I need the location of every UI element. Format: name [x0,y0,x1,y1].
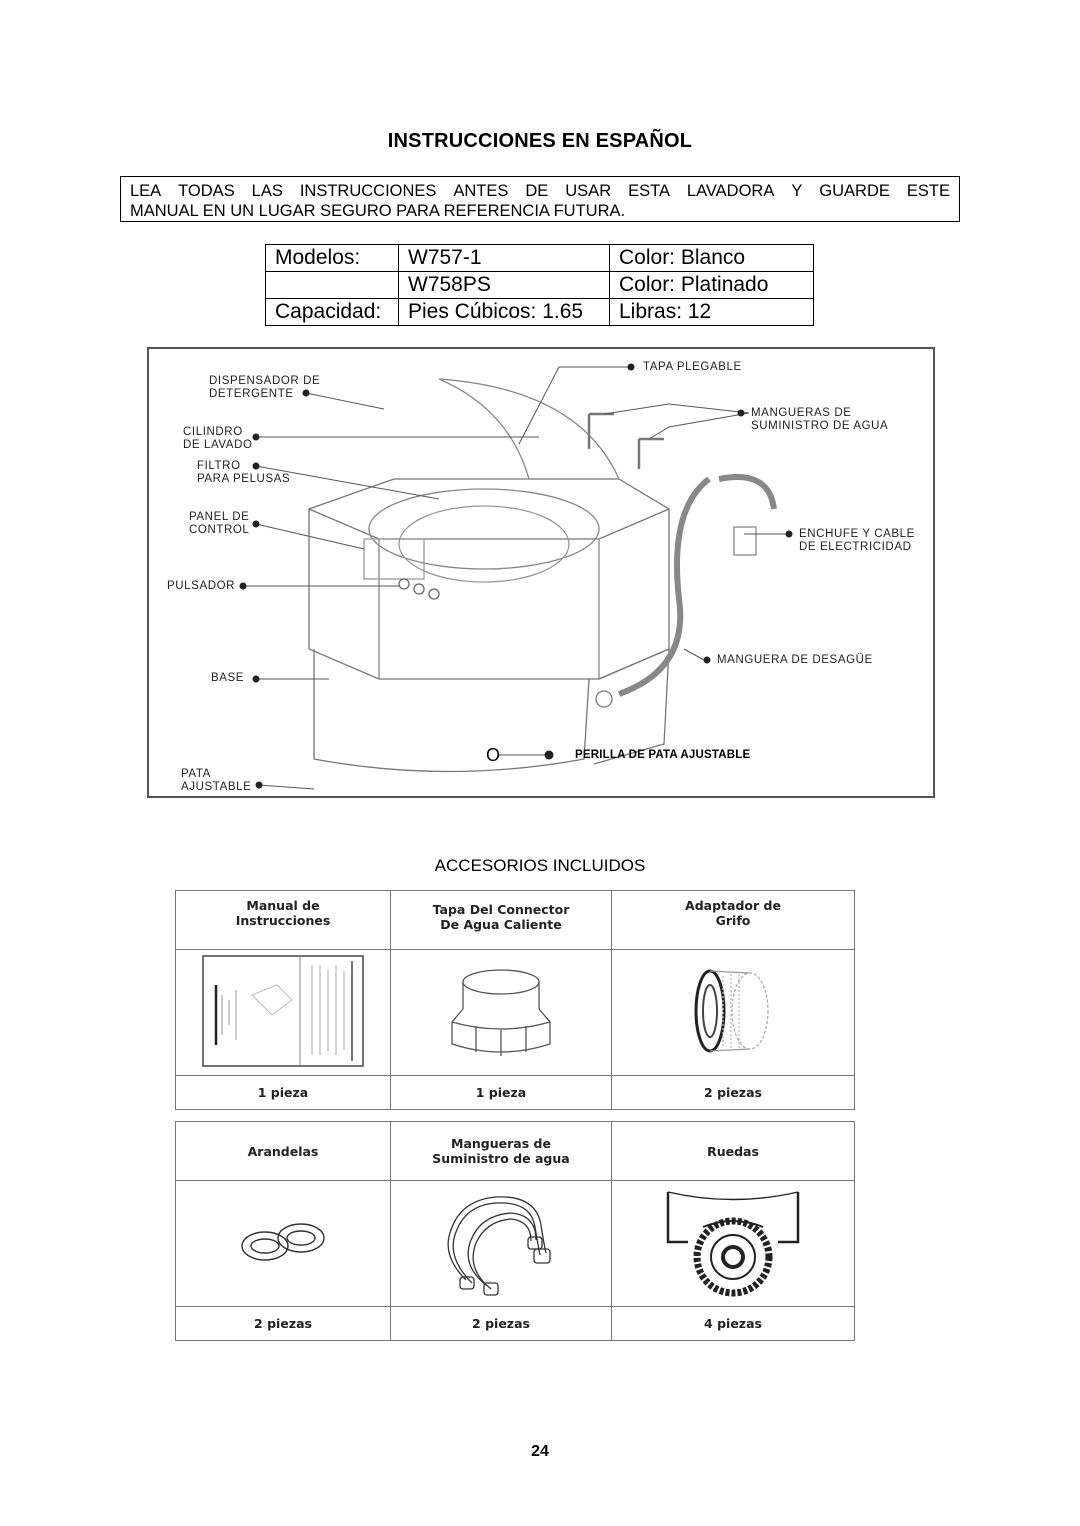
notice-line-2: MANUAL EN UN LUGAR SEGURO PARA REFERENCI… [130,202,626,220]
models-cell: Modelos: [265,244,399,272]
accessory-header-row: Manual de Instrucciones Tapa Del Connect… [175,890,855,950]
notice-word: ESTE [906,182,950,200]
models-row: Modelos: W757-1 Color: Blanco [265,244,814,272]
accessory-header: Tapa Del Connector De Agua Caliente [390,890,612,950]
accessory-header: Ruedas [611,1121,855,1181]
accessories-table-2: Arandelas Mangueras de Suministro de agu… [175,1121,855,1341]
washer-illustration [308,378,777,773]
page-number: 24 [531,1443,549,1460]
notice-word: USAR [565,182,612,200]
notice-word: TODAS [178,182,235,200]
accessory-quantity: 4 piezas [611,1306,855,1341]
notice-line-1: LEA TODAS LAS INSTRUCCIONES ANTES DE USAR ESTA L… [130,181,950,201]
accessory-quantity: 2 piezas [175,1306,391,1341]
models-cell: Color: Blanco [609,244,814,272]
faucet-adapter-image [611,949,855,1076]
label-dispensador: DISPENSADOR DE DETERGENTE [209,375,321,400]
accessory-quantity: 1 pieza [390,1075,612,1110]
label-manguera-desague: MANGUERA DE DESAGÜE [717,654,873,666]
models-cell: W757-1 [398,244,610,272]
accessory-header: Arandelas [175,1121,391,1181]
notice-word: LAS [251,182,283,200]
models-cell: Libras: 12 [609,298,814,326]
accessory-quantity: 1 pieza [175,1075,391,1110]
accessory-image-row [175,949,855,1076]
supply-hoses-image [390,1180,612,1307]
models-row: W758PS Color: Platinado [265,271,814,299]
manual-booklet-image [175,949,391,1076]
connector-cap-image [390,949,612,1076]
accessory-header: Adaptador de Grifo [611,890,855,950]
notice-word: LEA [130,182,162,200]
notice-word: ANTES [453,182,509,200]
callout-leaders [243,366,789,790]
label-panel: PANEL DE CONTROL [189,511,250,536]
label-pata: PATA AJUSTABLE [181,768,252,793]
notice-word: DE [525,182,549,200]
models-cell: W758PS [398,271,610,299]
label-mangueras-suministro: MANGUERAS DE SUMINISTRO DE AGUA [751,407,889,432]
accessory-quantity: 2 piezas [611,1075,855,1110]
models-table: Modelos: W757-1 Color: Blanco W758PS Col… [265,244,814,326]
notice-word: INSTRUCCIONES [299,182,437,200]
label-pulsador: PULSADOR [167,580,236,592]
models-cell: Pies Cúbicos: 1.65 [398,298,610,326]
notice-word: GUARDE [819,182,890,200]
label-perilla: PERILLA DE PATA AJUSTABLE [575,749,751,761]
perilla-marker: O [486,745,501,765]
label-enchufe: ENCHUFE Y CABLE DE ELECTRICIDAD [799,528,915,553]
models-cell: Color: Platinado [609,271,814,299]
callout-dots [239,363,793,789]
models-cell [265,271,399,299]
accessory-quantity-row: 1 pieza 1 pieza 2 piezas [175,1075,855,1110]
notice-word: LAVADORA [686,182,775,200]
accessory-header: Manual de Instrucciones [175,890,391,950]
label-filtro: FILTRO PARA PELUSAS [197,460,291,485]
accessory-header-row: Arandelas Mangueras de Suministro de agu… [175,1121,855,1181]
washers-image [175,1180,391,1307]
notice-word: ESTA [628,182,670,200]
accessory-quantity: 2 piezas [390,1306,612,1341]
models-row: Capacidad: Pies Cúbicos: 1.65 Libras: 12 [265,298,814,326]
accessory-header: Mangueras de Suministro de agua [390,1121,612,1181]
models-cell: Capacidad: [265,298,399,326]
label-base: BASE [211,672,245,684]
accessories-title: ACCESORIOS INCLUIDOS [434,856,646,875]
accessory-quantity-row: 2 piezas 2 piezas 4 piezas [175,1306,855,1341]
label-cilindro: CILINDRO DE LAVADO [183,426,253,451]
wheels-image [611,1180,855,1307]
accessories-table-1: Manual de Instrucciones Tapa Del Connect… [175,890,855,1110]
accessory-image-row [175,1180,855,1307]
page-title: INSTRUCCIONES EN ESPAÑOL [387,130,693,152]
notice-box: LEA TODAS LAS INSTRUCCIONES ANTES DE USAR ESTA L… [120,176,960,222]
notice-word: Y [791,182,803,200]
label-tapa-plegable: TAPA PLEGABLE [643,361,742,373]
washer-diagram: TAPA PLEGABLE DISPENSADOR DE DETERGENTE … [147,347,935,798]
